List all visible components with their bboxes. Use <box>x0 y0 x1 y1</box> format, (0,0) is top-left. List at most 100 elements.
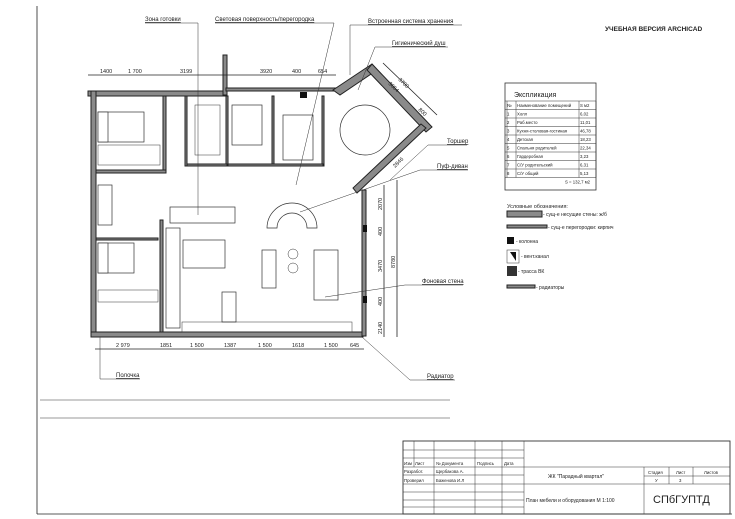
svg-text:3470: 3470 <box>378 260 384 272</box>
table-cell: 2 <box>507 120 510 125</box>
bathroom <box>231 104 263 146</box>
walls <box>87 54 433 338</box>
kitchen-counter <box>165 227 181 329</box>
table-header-cell: № <box>507 103 512 108</box>
svg-text:План мебели и оборудования М 1: План мебели и оборудования М 1:100 <box>526 498 615 504</box>
table-cell: Детская <box>517 137 534 142</box>
svg-text:Дата: Дата <box>504 461 514 466</box>
svg-text:- сущ-е перегородки: кирпич: - сущ-е перегородки: кирпич <box>548 225 614 231</box>
svg-text:Условные обозначения:: Условные обозначения: <box>507 204 568 210</box>
svg-text:8780: 8780 <box>391 256 397 268</box>
svg-text:1 500: 1 500 <box>324 343 338 349</box>
table-cell: 22,34 <box>580 146 591 151</box>
svg-text:400: 400 <box>378 227 384 236</box>
svg-text:1387: 1387 <box>224 343 236 349</box>
table-cell: 8 <box>507 171 510 176</box>
dimension-top: 1400 1 700 3199 3920 400 654 <box>88 69 336 76</box>
table-cell: 1 <box>507 112 510 117</box>
svg-text:1 500: 1 500 <box>190 343 204 349</box>
sofa <box>313 249 339 301</box>
callout-storage: Встроенная система хранения <box>368 19 453 25</box>
shower <box>282 114 314 161</box>
svg-text:1851: 1851 <box>160 343 172 349</box>
table-cell: Раб.место <box>517 120 538 125</box>
table-cell: 6 <box>507 154 510 159</box>
table-cell: Холл <box>517 112 528 117</box>
svg-text:- вент.канал: - вент.канал <box>521 254 549 260</box>
svg-text:Экспликация: Экспликация <box>514 92 556 99</box>
table-cell: С/У родительский <box>517 163 553 168</box>
svg-text:Лист: Лист <box>415 461 424 466</box>
svg-text:3199: 3199 <box>180 69 192 75</box>
column <box>363 225 367 232</box>
sofa <box>261 249 277 289</box>
callout-radiator: Радиатор <box>427 374 454 380</box>
table-cell: Спальня родителей <box>517 146 557 151</box>
svg-text:Проверил: Проверил <box>404 478 424 483</box>
callout-cooking-zone: Зона готовки <box>145 17 181 23</box>
svg-text:1618: 1618 <box>292 343 304 349</box>
wardrobe <box>97 144 161 166</box>
table-cell: 3,23 <box>580 154 589 159</box>
partition-shelf <box>169 206 236 224</box>
svg-text:Стадия: Стадия <box>648 470 663 475</box>
svg-text:Разработ.: Разработ. <box>404 469 423 474</box>
svg-text:3920: 3920 <box>260 69 272 75</box>
table-cell: 7 <box>507 163 510 168</box>
svg-text:645: 645 <box>350 343 359 349</box>
callout-accent-wall: Фоновая стена <box>422 279 464 285</box>
svg-text:2 979: 2 979 <box>116 343 130 349</box>
svg-text:1 700: 1 700 <box>128 69 142 75</box>
table-cell: 3 <box>507 129 510 134</box>
table-cell: 11,01 <box>580 120 591 125</box>
table-cell: 5,13 <box>580 171 589 176</box>
round-pouf-sofa <box>266 202 318 229</box>
svg-text:Листов: Листов <box>704 470 719 475</box>
round-bathtub <box>339 104 391 156</box>
callout-shelf: Полочка <box>116 373 140 379</box>
svg-text:2140: 2140 <box>378 322 384 334</box>
svg-text:- трасса ВК: - трасса ВК <box>518 269 544 275</box>
svg-text:1 500: 1 500 <box>258 343 272 349</box>
svg-text:400: 400 <box>378 297 384 306</box>
svg-text:- радиаторы: - радиаторы <box>536 285 565 291</box>
column <box>363 296 367 303</box>
table-cell: Кухня-столовая-гостиная <box>517 129 568 134</box>
svg-text:Изм: Изм <box>404 461 412 466</box>
table-cell: 46,78 <box>580 129 591 134</box>
svg-text:400: 400 <box>292 69 301 75</box>
column <box>300 92 307 98</box>
svg-text:СПбГУПТД: СПбГУПТД <box>653 494 710 506</box>
svg-text:Подпись: Подпись <box>477 461 495 466</box>
svg-text:2070: 2070 <box>378 198 384 210</box>
svg-text:Лист: Лист <box>676 470 685 475</box>
callout-pouf-sofa: Пуф-диван <box>437 164 468 170</box>
svg-text:- сущ-е несущие стены: ж/б: - сущ-е несущие стены: ж/б <box>543 212 607 218</box>
table-cell: Гардеробная <box>517 154 544 159</box>
kitchen-unit <box>194 104 221 156</box>
tv-unit <box>181 321 353 333</box>
svg-text:Баженова И.Л: Баженова И.Л <box>436 478 464 483</box>
table-cell: 6,31 <box>580 163 589 168</box>
svg-text:3: 3 <box>679 478 682 483</box>
furniture <box>97 104 391 333</box>
table-cell: 18,23 <box>580 137 591 142</box>
floor-lamp <box>287 248 299 260</box>
table-total: S = 132,7 м2 <box>565 180 591 185</box>
watermark: УЧЕБНАЯ ВЕРСИЯ ARCHICAD <box>605 26 703 33</box>
dimension-right: 2070 400 3470 400 2140 8780 <box>378 180 398 337</box>
svg-text:800: 800 <box>417 107 428 118</box>
storage <box>97 289 159 303</box>
svg-text:- колонна: - колонна <box>516 239 538 245</box>
legend: Условные обозначения: - сущ-е несущие ст… <box>506 204 614 291</box>
dimension-bottom: 2 979 1851 1 500 1387 1 500 1618 1 500 6… <box>95 343 364 350</box>
callout-floor-lamp: Торшер <box>447 139 469 145</box>
table-cell: 5 <box>507 146 510 151</box>
table-cell: 4 <box>507 137 510 142</box>
callouts: Зона готовки Световая поверхность/перего… <box>99 17 469 381</box>
callout-light-partition: Световая поверхность/перегородка <box>215 17 315 23</box>
table-header-cell: Наименование помещений <box>517 103 572 108</box>
armchair <box>221 291 237 323</box>
